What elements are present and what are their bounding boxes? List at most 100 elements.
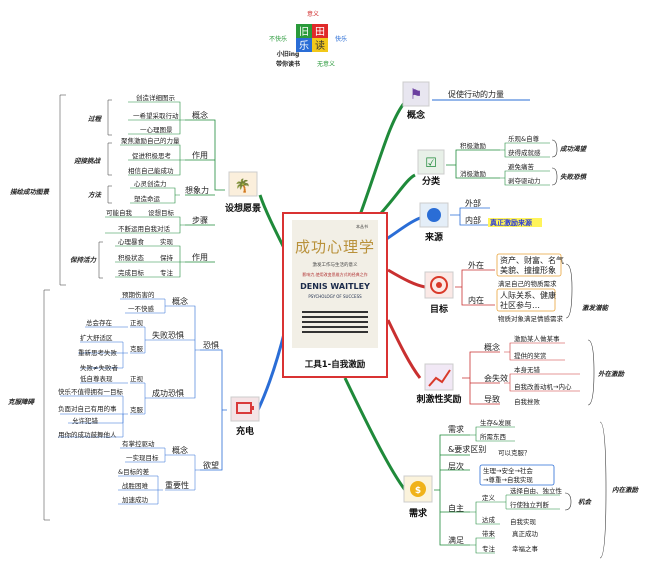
charge-fear-group-1: 概念 bbox=[172, 296, 188, 306]
logo-cell-4: 读 bbox=[315, 39, 325, 52]
goal-note: 激发潜能 bbox=[582, 304, 610, 312]
source-internal: 内部 bbox=[465, 215, 481, 225]
concept-item: 促使行动的力量 bbox=[448, 89, 504, 99]
publisher: 本丛书 bbox=[356, 224, 368, 229]
vision-g1-item-2: 一希望采取行动 bbox=[133, 111, 179, 120]
need-bring-value: 真正成功 bbox=[512, 529, 539, 538]
logo-axis-right: 快乐 bbox=[335, 35, 347, 43]
classify-negative: 消极激励 bbox=[460, 169, 487, 178]
need-auto: 自主 bbox=[448, 503, 464, 513]
vision-g1-item-1: 创造详细图示 bbox=[136, 93, 176, 102]
growth-chart-icon bbox=[428, 369, 451, 387]
classify-positive: 积极激励 bbox=[460, 141, 487, 150]
book-tagline: 影响力,使用改变思维方式的经典之作 bbox=[302, 272, 368, 277]
classify-neg-item-2: 剥夺驱动力 bbox=[508, 176, 541, 185]
charge-succ-item-4: 允许犯错 bbox=[72, 416, 99, 425]
need-auto-reach: 达成 bbox=[482, 515, 496, 524]
branch-source: 来源 外部 内部 真正激励来源 bbox=[419, 198, 542, 243]
charge-fear-c-2: 一不快感 bbox=[128, 304, 155, 313]
need-level: 层次 bbox=[448, 461, 464, 471]
goal-inner-text-2: 社区参与… bbox=[500, 300, 540, 310]
vision-g4-item-3: 不断运用自我对话 bbox=[118, 224, 171, 233]
charge-succ-item-3: 负面对自己有用的事 bbox=[58, 404, 117, 413]
charge-succ-sub-1: 正视 bbox=[130, 374, 144, 383]
branch-title-stimulus: 刺激性奖励 bbox=[415, 393, 461, 405]
need-reach-item: 自我实现 bbox=[510, 517, 537, 526]
coin-icon bbox=[410, 481, 426, 497]
charge-desire-imp-1: &目标的差 bbox=[118, 467, 150, 476]
need-focus: 专注 bbox=[482, 544, 496, 553]
source-external: 外部 bbox=[465, 198, 481, 208]
need-note: 内在激励 bbox=[612, 486, 640, 494]
branch-vision: 🌴 设想愿景 概念 作用 想象力 步骤 作用 创造详细图示 一希望采取行动 一心… bbox=[10, 93, 261, 286]
charge-fail-item-2: 扩大舒适区 bbox=[80, 333, 113, 342]
logo-axis-left: 不快乐 bbox=[269, 35, 287, 43]
vision-group-1: 概念 bbox=[192, 110, 208, 120]
charge-fail-item-3: 重新思考失败 bbox=[78, 348, 118, 357]
stimulus-f-item-1: 本身无错 bbox=[514, 365, 541, 374]
charge-fear-group-3: 成功恐惧 bbox=[152, 388, 184, 398]
palm-tree-icon: 🌴 bbox=[235, 178, 251, 194]
stimulus-d-item: 自我挫败 bbox=[514, 397, 541, 406]
charge-desire-group-2: 重要性 bbox=[165, 480, 189, 490]
vision-g2-item-2: 促进积极思考 bbox=[132, 151, 172, 160]
charge-desire-group-1: 概念 bbox=[172, 445, 188, 455]
vision-side-process: 过程 bbox=[88, 115, 103, 123]
need-diff-item: 可以克服？ bbox=[498, 449, 531, 457]
book-title: 成功心理学 bbox=[294, 238, 375, 256]
vision-g3-item-1: 心灵创造力 bbox=[134, 179, 167, 188]
vision-group-3: 想象力 bbox=[185, 185, 209, 195]
charge-root: 克服障碍 bbox=[8, 398, 36, 406]
central-book-cover: 本丛书 成功心理学 激发工作与生活的意义 影响力,使用改变思维方式的经典之作 D… bbox=[282, 212, 388, 378]
branch-title-vision: 设想愿景 bbox=[225, 202, 261, 214]
goal-outer-text-1: 资产、财富、名气 bbox=[500, 255, 564, 265]
charge-fear-group-2: 失败恐惧 bbox=[152, 330, 184, 340]
globe-icon bbox=[427, 208, 441, 222]
branch-title-need: 需求 bbox=[409, 507, 428, 519]
target-icon bbox=[430, 276, 448, 294]
logo-cell-1: 旧 bbox=[299, 26, 309, 38]
charge-fail-item-4: 失败≠失败者 bbox=[80, 363, 118, 372]
need-level-item-1: 生理→安全→社会 bbox=[483, 466, 533, 475]
charge-desire-imp-2: 战胜困难 bbox=[122, 481, 149, 490]
vision-g5r-item-3: 专注 bbox=[160, 268, 174, 277]
goal-inner: 内在 bbox=[468, 295, 484, 305]
vision-g5-item-1: 心理暴食 bbox=[118, 237, 145, 246]
vision-root: 描绘成功图景 bbox=[10, 188, 51, 196]
stimulus-concept: 概念 bbox=[484, 342, 500, 352]
charge-succ-sub-2: 克服 bbox=[130, 406, 144, 414]
branch-classify: ☑ 分类 积极激励 消极激励 乐观&自尊 获得成就感 避免痛苦 剥夺驱动力 成功… bbox=[417, 134, 588, 187]
stimulus-note: 外在激励 bbox=[597, 370, 626, 378]
need-diff: &要求区别 bbox=[448, 444, 486, 454]
vision-g3-item-2: 塑造命运 bbox=[134, 194, 161, 203]
branch-goal: 目标 外在 内在 资产、财富、名气 美貌、撞撞形象 满足自己的物质需求 人际关系… bbox=[424, 253, 610, 323]
branch-title-concept: 概念 bbox=[407, 109, 425, 121]
branch-title-charge: 充电 bbox=[236, 425, 254, 437]
vision-g1-item-3: 一心理图景 bbox=[140, 126, 173, 134]
charge-succ-item-5: 用你的成功鼓舞他人 bbox=[58, 430, 117, 439]
vision-g5-item-2: 积极状态 bbox=[118, 253, 145, 262]
stimulus-c-item-2: 提供的奖赏 bbox=[514, 351, 547, 360]
vision-group-5: 作用 bbox=[192, 252, 208, 262]
charge-succ-item-2: 快乐不值得拥有一目标 bbox=[58, 387, 124, 396]
branch-need: $ 需求 需求 &要求区别 层次 自主 满足 生存&发展 所需东西 可以克服？ … bbox=[403, 418, 640, 559]
vision-group-2: 作用 bbox=[192, 150, 208, 160]
book-subtitle: 激发工作与生活的意义 bbox=[312, 263, 358, 268]
need-level-item-2: →尊重→自我实现 bbox=[483, 475, 533, 484]
charge-fail-sub-1: 正视 bbox=[130, 318, 144, 327]
vision-g5r-item-2: 保持 bbox=[160, 253, 174, 262]
charge-desire-c-2: 一实现目标 bbox=[126, 453, 159, 462]
goal-inner-note: 物质对象满足情感需求 bbox=[498, 314, 564, 323]
classify-pos-item-2: 获得成就感 bbox=[508, 148, 541, 157]
book-author: DENIS WAITLEY bbox=[300, 282, 370, 291]
vision-group-4: 步骤 bbox=[192, 216, 208, 225]
book-cover-art: 本丛书 成功心理学 激发工作与生活的意义 影响力,使用改变思维方式的经典之作 D… bbox=[292, 220, 378, 348]
goal-outer-text-2: 美貌、撞撞形象 bbox=[500, 265, 556, 275]
logo-cell-2: 田 bbox=[315, 27, 325, 38]
need-chance-note: 机会 bbox=[578, 498, 593, 506]
goal-outer: 外在 bbox=[468, 260, 484, 270]
vision-side-method: 方法 bbox=[87, 191, 103, 199]
need-def-item-1: 选择自由、独立性 bbox=[510, 486, 563, 495]
charge-desire-imp-3: 加速成功 bbox=[122, 495, 149, 504]
vision-g2-item-3: 相信自己能成功 bbox=[128, 166, 174, 175]
